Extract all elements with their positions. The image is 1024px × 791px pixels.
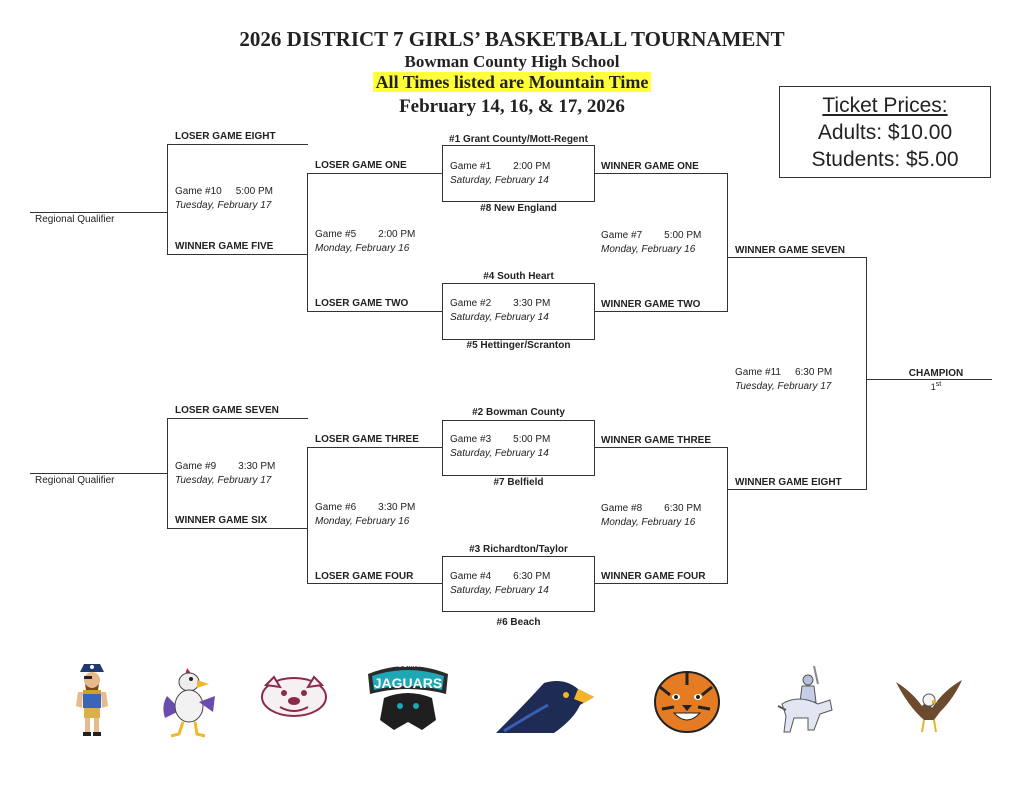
ticket-prices-heading: Ticket Prices:: [822, 94, 948, 117]
regional-qualifier-bottom: Regional Qualifier: [35, 475, 115, 486]
first-place: 1st: [930, 381, 942, 392]
line-winner5: [167, 254, 308, 255]
line-game8-vert: [727, 447, 728, 584]
seed-7: #7 Belfield: [493, 477, 544, 488]
game-4-box: [442, 556, 595, 612]
seed-6: #6 Beach: [496, 617, 541, 628]
time-zone-note: All Times listed are Mountain Time: [0, 72, 1024, 93]
champion-label: CHAMPION: [908, 368, 964, 379]
line-loser3: [307, 447, 442, 448]
tournament-dates: February 14, 16, & 17, 2026: [399, 96, 625, 117]
game-4-date: Saturday, February 14: [450, 585, 549, 596]
line-winner7: [727, 257, 867, 258]
cardinal-mascot-icon: [163, 668, 215, 738]
game-9-date: Tuesday, February 17: [175, 475, 272, 486]
line-winner3: [595, 447, 728, 448]
seed-1: #1 Grant County/Mott-Regent: [449, 134, 588, 145]
slot-winner-game-8: WINNER GAME EIGHT: [735, 477, 842, 488]
game-1-date: Saturday, February 14: [450, 175, 549, 186]
game-1-box: [442, 145, 595, 202]
slot-loser-game-3: LOSER GAME THREE: [315, 434, 419, 445]
adult-price: Adults: $10.00: [817, 121, 953, 144]
slot-winner-game-7: WINNER GAME SEVEN: [735, 245, 846, 256]
line-qualifier-bottom: [30, 473, 168, 474]
game-11-date: Tuesday, February 17: [735, 381, 832, 392]
line-qualifier-top: [30, 212, 168, 213]
line-game11-vert: [866, 257, 867, 490]
eagle-mascot-icon: [896, 680, 962, 733]
seed-2: #2 Bowman County: [472, 407, 565, 418]
line-game5-vert: [307, 173, 308, 312]
slot-loser-game-4: LOSER GAME FOUR: [315, 571, 414, 582]
line-winner2: [595, 311, 728, 312]
jaguars-logo-small-text: CGMR: [397, 662, 419, 669]
line-winner4: [595, 583, 728, 584]
pirate-mascot-icon: [76, 664, 108, 736]
slot-winner-game-2: WINNER GAME TWO: [601, 299, 701, 310]
slot-loser-game-8: LOSER GAME EIGHT: [175, 131, 276, 142]
time-zone-highlight: All Times listed are Mountain Time: [372, 72, 652, 92]
line-game7-vert: [727, 173, 728, 312]
line-champion: [866, 379, 992, 380]
line-game6-vert: [307, 447, 308, 584]
bulldog-mascot-icon: [261, 675, 327, 717]
game-2-box: [442, 283, 595, 340]
game-5-date: Monday, February 16: [315, 243, 410, 254]
line-winner8: [727, 489, 867, 490]
slot-winner-game-3: WINNER GAME THREE: [601, 435, 711, 446]
jaguars-logo-text: JAGUARS: [373, 675, 443, 691]
game-3-box: [442, 420, 595, 476]
game-3-date: Saturday, February 14: [450, 448, 549, 459]
tiger-mascot-icon: [654, 671, 720, 733]
line-loser2: [307, 311, 442, 312]
seed-3: #3 Richardton/Taylor: [469, 544, 568, 555]
host-school: Bowman County High School: [404, 52, 620, 71]
rider-mascot-icon: [777, 665, 833, 733]
line-loser7: [167, 418, 308, 419]
hawk-mascot-icon: [496, 681, 594, 733]
seed-5: #5 Hettinger/Scranton: [466, 340, 571, 351]
game-2-date: Saturday, February 14: [450, 312, 549, 323]
seed-8: #8 New England: [480, 203, 557, 214]
slot-loser-game-1: LOSER GAME ONE: [315, 160, 407, 171]
line-loser4: [307, 583, 442, 584]
jaguars-logo-graphic: [368, 666, 448, 730]
slot-winner-game-5: WINNER GAME FIVE: [175, 241, 274, 252]
slot-loser-game-2: LOSER GAME TWO: [315, 298, 409, 309]
slot-loser-game-7: LOSER GAME SEVEN: [175, 405, 279, 416]
game-6-date: Monday, February 16: [315, 516, 410, 527]
slot-winner-game-6: WINNER GAME SIX: [175, 515, 268, 526]
seed-4: #4 South Heart: [483, 271, 554, 282]
game-8-date: Monday, February 16: [601, 517, 696, 528]
line-loser1: [307, 173, 442, 174]
regional-qualifier-top: Regional Qualifier: [35, 214, 115, 225]
line-winner6: [167, 528, 308, 529]
line-game10-vert: [167, 144, 168, 255]
jaguars-mascot-icon: CGMR JAGUARS: [362, 660, 454, 732]
ticket-prices-box: Ticket Prices: Adults: $10.00 Students: …: [779, 86, 991, 178]
slot-winner-game-4: WINNER GAME FOUR: [601, 571, 706, 582]
game-7-date: Monday, February 16: [601, 244, 696, 255]
line-loser8: [167, 144, 308, 145]
game-10-date: Tuesday, February 17: [175, 200, 272, 211]
tournament-title: 2026 DISTRICT 7 GIRLS’ BASKETBALL TOURNA…: [239, 27, 785, 51]
slot-winner-game-1: WINNER GAME ONE: [601, 161, 699, 172]
line-winner1: [595, 173, 728, 174]
student-price: Students: $5.00: [811, 148, 959, 171]
